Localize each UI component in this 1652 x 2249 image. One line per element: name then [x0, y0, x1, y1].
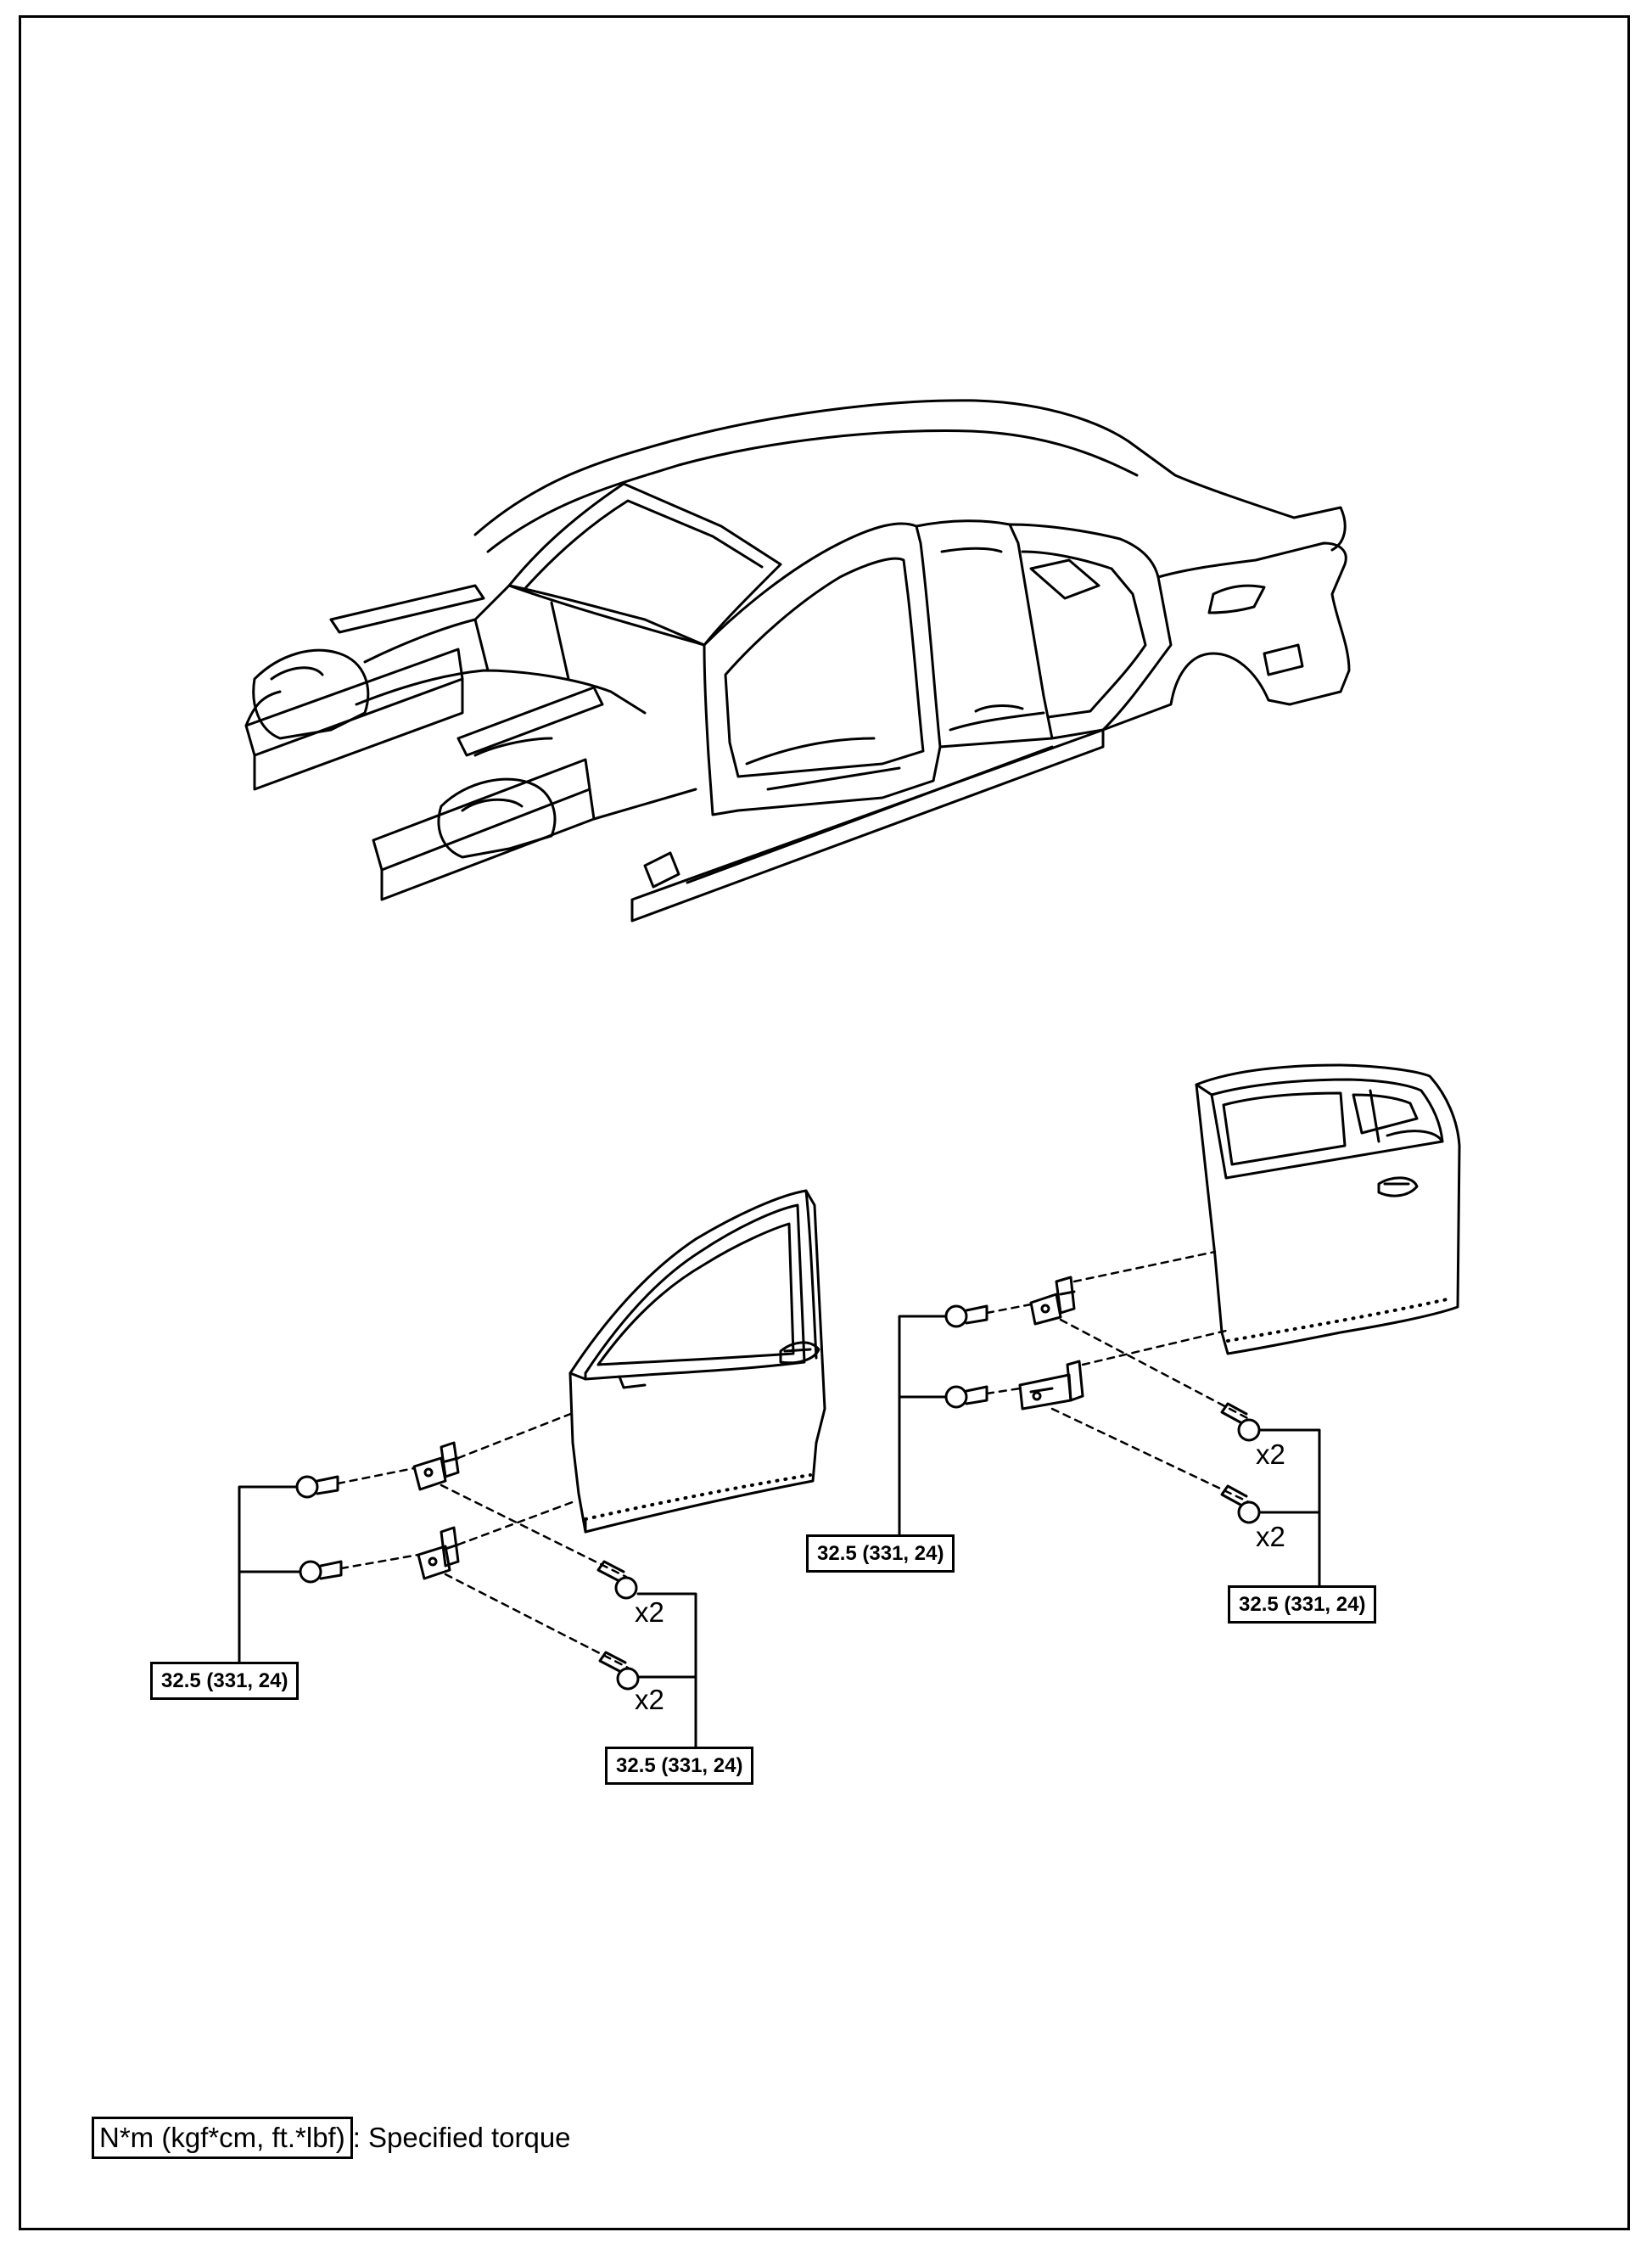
front-bolt-lower: [299, 1560, 343, 1584]
rear-bolt-upper: [944, 1304, 988, 1328]
rear-leader-lines: [898, 1315, 1321, 1587]
front-door-panel: [568, 1189, 826, 1534]
multiplier-rear-upper: x2: [1256, 1439, 1285, 1470]
rear-dashed-guides: [985, 1250, 1251, 1504]
rear-door-panel: [1195, 1063, 1461, 1355]
rear-door-lower-hinge: [1018, 1360, 1084, 1411]
front-leader-lines: [238, 1485, 697, 1748]
legend: N*m (kgf*cm, ft.*lbf) : Specified torque: [92, 2117, 571, 2159]
multiplier-front-lower: x2: [635, 1684, 664, 1715]
front-bolt-upper: [295, 1475, 339, 1499]
front-hinge-bolt-lower: [598, 1651, 640, 1691]
rear-door-upper-hinge: [1029, 1276, 1076, 1326]
legend-unit-box: N*m (kgf*cm, ft.*lbf): [92, 2117, 353, 2159]
vehicle-body-shell: [244, 399, 1351, 923]
torque-label-front-door-body: 32.5 (331, 24): [150, 1662, 300, 1700]
multiplier-rear-lower: x2: [1256, 1521, 1285, 1552]
torque-label-rear-door-hinge: 32.5 (331, 24): [1228, 1585, 1377, 1624]
front-door-lower-hinge: [417, 1526, 460, 1580]
front-dashed-guides: [336, 1411, 630, 1669]
rear-bolt-lower: [944, 1385, 988, 1409]
multiplier-front-upper: x2: [635, 1596, 664, 1628]
rear-hinge-bolt-upper: [1220, 1402, 1261, 1442]
torque-label-front-door-hinge: 32.5 (331, 24): [605, 1747, 754, 1785]
torque-label-rear-door-body: 32.5 (331, 24): [806, 1534, 955, 1573]
legend-description: : Specified torque: [352, 2122, 571, 2153]
front-hinge-bolt-upper: [596, 1560, 638, 1600]
front-door-upper-hinge: [412, 1441, 460, 1491]
diagram-frame: [19, 15, 1630, 2230]
